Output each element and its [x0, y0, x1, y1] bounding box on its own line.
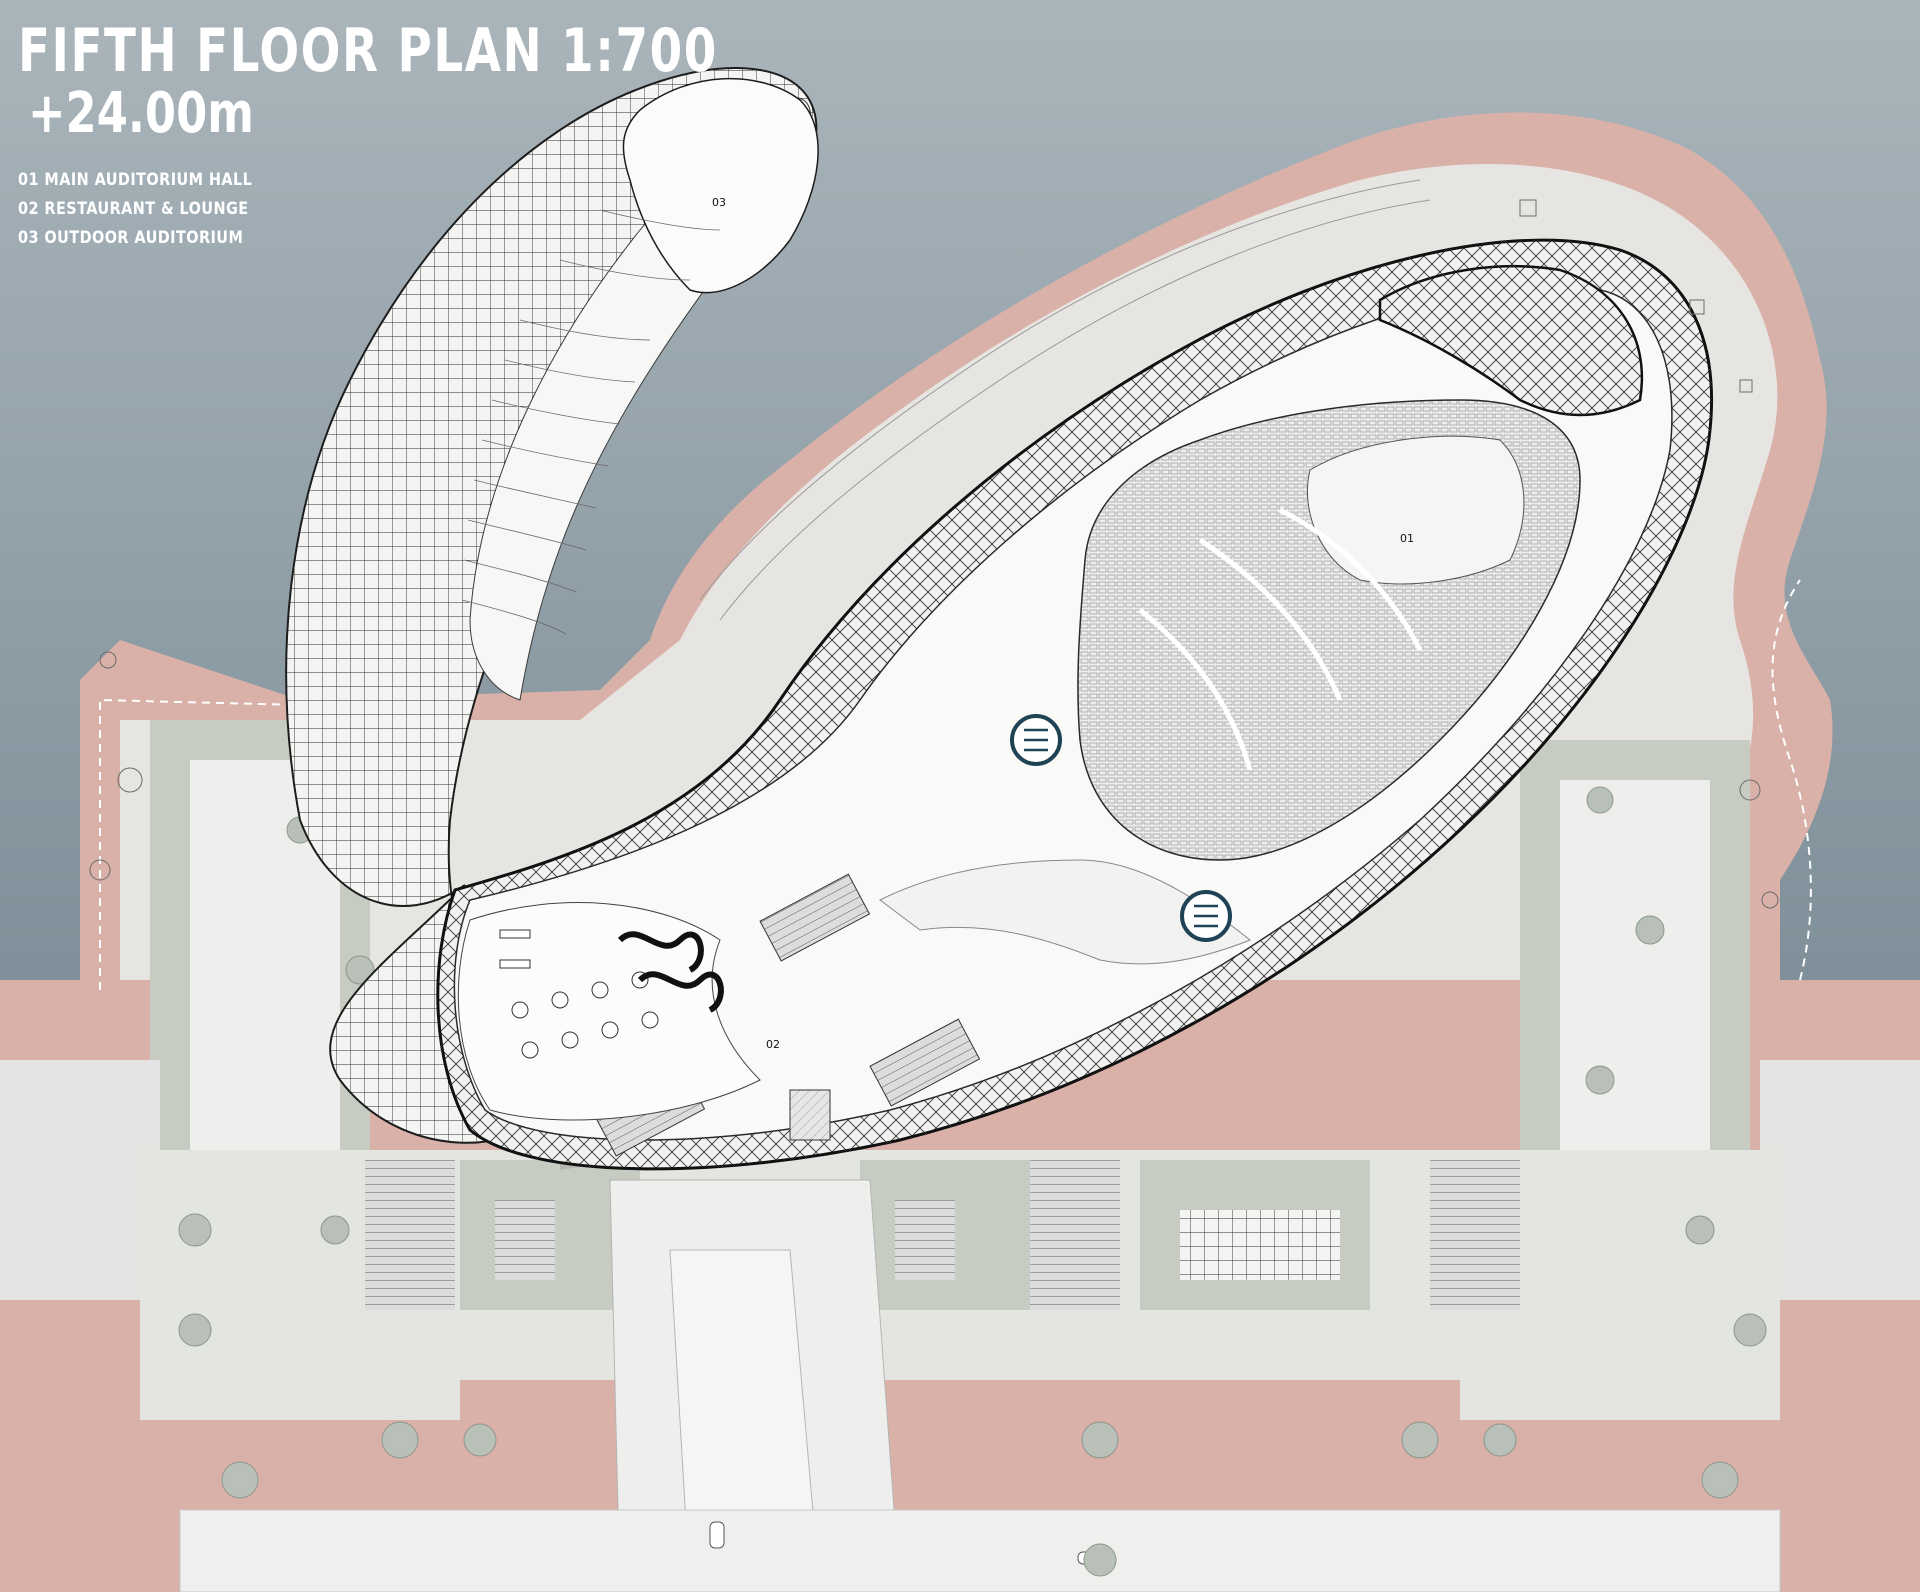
title-block: FIFTH FLOOR PLAN 1:700 +24.00m 01 MAIN A… [18, 18, 915, 269]
stair-block [365, 1160, 455, 1310]
landscape-strip [0, 1060, 160, 1300]
space-number-01: 01 [1400, 532, 1414, 545]
legend-item: 03 OUTDOOR AUDITORIUM [18, 228, 244, 248]
road [179, 1509, 1781, 1592]
terrace-path-dashed [99, 579, 1812, 990]
outdoor-auditorium-top [622, 77, 819, 294]
lounge-sofa [617, 931, 704, 973]
escalator [869, 1018, 981, 1107]
space-legend: 01 MAIN AUDITORIUM HALL 02 RESTAURANT & … [18, 166, 915, 253]
legend-item: 01 MAIN AUDITORIUM HALL [18, 170, 253, 190]
auditorium-balcony [1378, 265, 1644, 417]
seating-grid [495, 1200, 555, 1280]
auditorium-aisles [1138, 507, 1423, 771]
space-number-02: 02 [766, 1038, 780, 1051]
terrace-pink-strip [460, 1380, 1460, 1420]
stair-block [1030, 1160, 1120, 1310]
terrace-steps [699, 179, 1421, 601]
space-number-03: 03 [712, 196, 726, 209]
legend-item: 02 RESTAURANT & LOUNGE [18, 199, 249, 219]
lounge-sofa [637, 971, 724, 1013]
landscape-strip [1760, 1060, 1920, 1300]
restaurant-lounge-area [457, 902, 761, 1121]
trees [178, 786, 1767, 1577]
seating-rows [461, 209, 721, 635]
skylight-grid [1180, 1210, 1340, 1280]
seating-grid [895, 1200, 955, 1280]
promenade-furniture [89, 199, 1779, 909]
stair-block [1430, 1160, 1520, 1310]
lobby-corridor [879, 859, 1251, 965]
auditorium-stage [1306, 435, 1525, 585]
stair-core-inner [1024, 728, 1048, 752]
plan-title: FIFTH FLOOR PLAN 1:700 [18, 16, 718, 86]
car [709, 1521, 725, 1549]
floor-level: +24.00m [28, 81, 254, 146]
terrace-step-line [719, 199, 1431, 621]
ramp-inner [669, 1249, 821, 1592]
escalator [759, 873, 871, 962]
stair-core-inner [1194, 904, 1218, 928]
